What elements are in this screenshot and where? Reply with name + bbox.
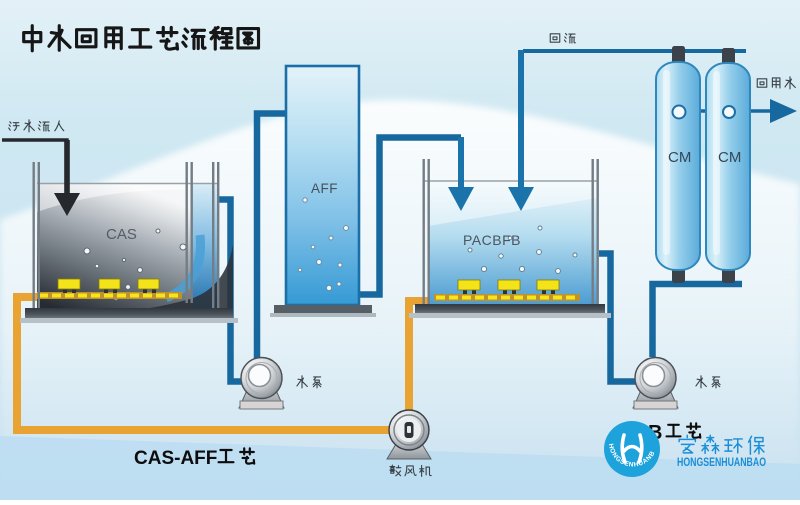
svg-text:CM: CM bbox=[718, 149, 741, 166]
svg-text:CM: CM bbox=[668, 149, 691, 166]
svg-text:AFF: AFF bbox=[311, 181, 338, 196]
svg-text:CAS-AFF: CAS-AFF bbox=[134, 448, 217, 469]
svg-text:CAS: CAS bbox=[106, 226, 137, 243]
svg-text:HONGSENHUANBAO: HONGSENHUANBAO bbox=[677, 457, 766, 469]
svg-text:PACBFB: PACBFB bbox=[463, 232, 521, 248]
